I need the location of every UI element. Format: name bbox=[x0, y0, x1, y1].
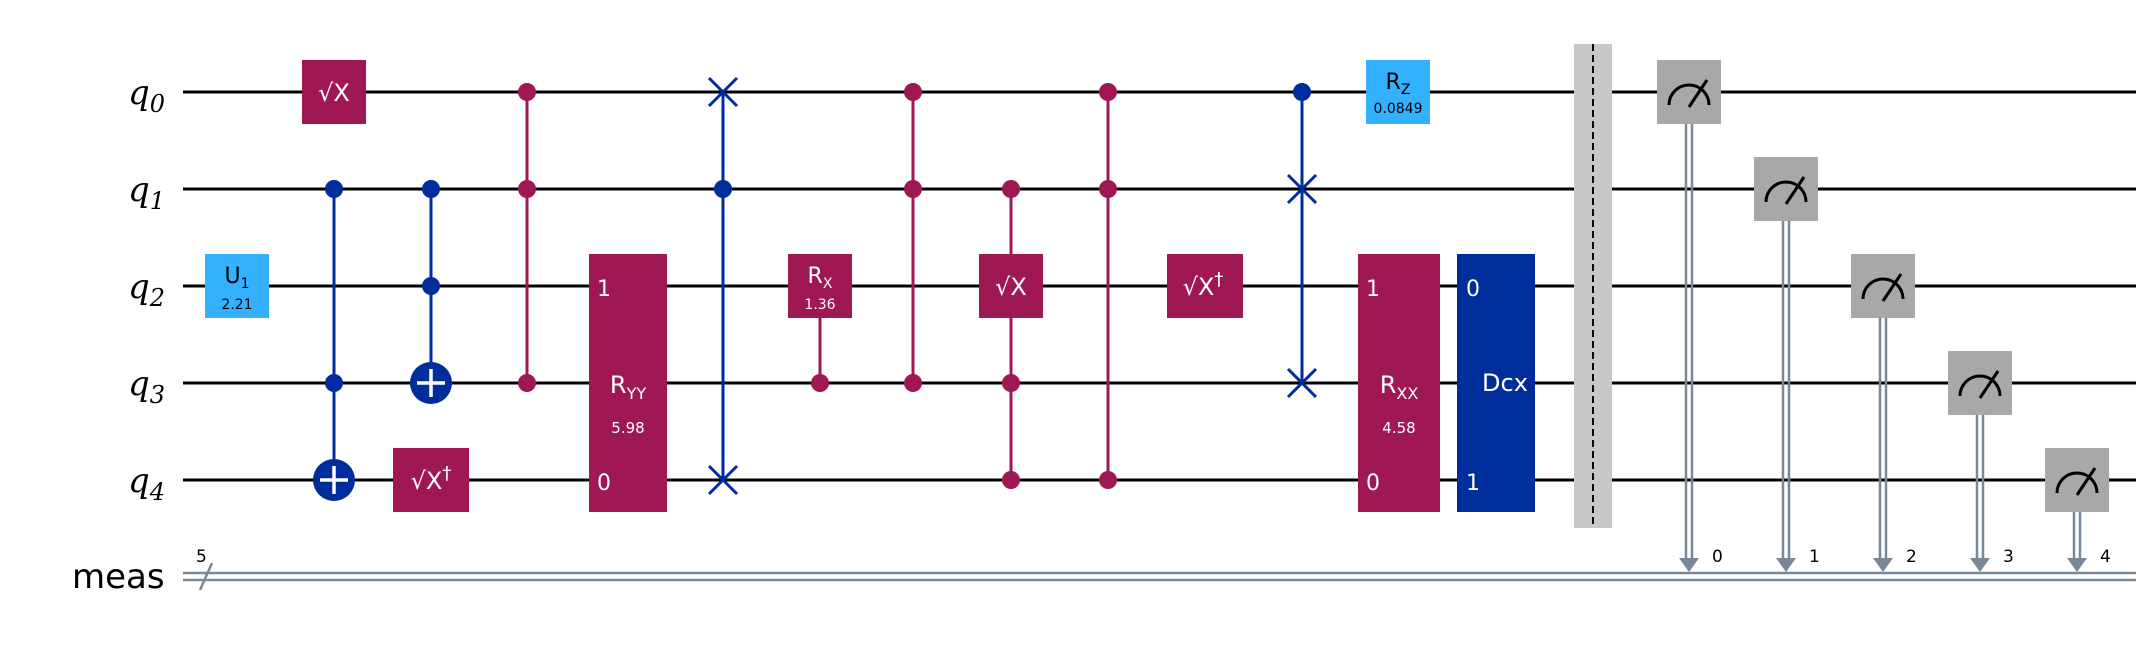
svg-text:4.58: 4.58 bbox=[1382, 419, 1415, 437]
creg-label: meas bbox=[72, 557, 165, 597]
svg-text:RYY: RYY bbox=[610, 371, 646, 403]
rxx-gate: RXX 4.58 1 0 bbox=[1358, 254, 1440, 512]
ccz-q0-q1-q3 bbox=[518, 83, 536, 392]
sxdg-gate-q2: √X† bbox=[1167, 254, 1243, 318]
ccz-q0-q1-q3-b bbox=[904, 83, 922, 392]
qubit-wires bbox=[183, 90, 2136, 482]
svg-text:1: 1 bbox=[597, 277, 611, 302]
svg-text:0.0849: 0.0849 bbox=[1374, 101, 1423, 117]
cbit-index: 1 bbox=[1809, 547, 1820, 567]
sx-gate-q0: √X bbox=[302, 60, 366, 124]
cnot-q1-q4 bbox=[313, 180, 355, 501]
svg-text:q3: q3 bbox=[128, 364, 165, 409]
svg-text:1: 1 bbox=[1466, 471, 1480, 496]
svg-text:RZ: RZ bbox=[1386, 70, 1411, 98]
measure-q2: 2 bbox=[1851, 254, 1917, 572]
svg-text:RXX: RXX bbox=[1380, 371, 1419, 403]
svg-text:q0: q0 bbox=[128, 73, 165, 118]
cswap-q0-q1-q3 bbox=[1286, 83, 1318, 399]
cbit-index: 0 bbox=[1712, 547, 1723, 567]
qubit-label: q bbox=[128, 461, 150, 501]
measure-q3: 3 bbox=[1948, 351, 2014, 572]
svg-text:5.98: 5.98 bbox=[611, 419, 644, 437]
ccz-q0-q1-q4 bbox=[1099, 83, 1117, 489]
qubit-label: q bbox=[128, 267, 150, 307]
svg-text:U1: U1 bbox=[224, 264, 249, 292]
svg-text:√X†: √X† bbox=[411, 463, 452, 495]
creg-size: 5 bbox=[196, 547, 207, 567]
svg-text:q4: q4 bbox=[128, 461, 165, 506]
dcx-gate: Dcx 0 1 bbox=[1457, 254, 1535, 512]
svg-text:0: 0 bbox=[1466, 277, 1480, 302]
qubit-labels: q0 q1 q2 q3 q4 meas bbox=[72, 73, 165, 597]
u-gate: U1 2.21 bbox=[205, 254, 269, 318]
svg-text:q1: q1 bbox=[128, 170, 165, 215]
ryy-gate: RYY 5.98 1 0 bbox=[589, 254, 667, 512]
svg-text:RX: RX bbox=[808, 264, 833, 292]
mcsx-gate: √X bbox=[979, 180, 1043, 489]
qubit-label: q bbox=[128, 73, 150, 113]
svg-text:0: 0 bbox=[1366, 471, 1380, 496]
qubit-label: q bbox=[128, 364, 150, 404]
measure-q0: 0 bbox=[1657, 60, 1723, 572]
svg-text:√X: √X bbox=[318, 79, 350, 107]
svg-text:Dcx: Dcx bbox=[1482, 369, 1528, 397]
rz-gate-q0: RZ 0.0849 bbox=[1366, 60, 1430, 124]
cbit-index: 2 bbox=[1906, 547, 1917, 567]
qubit-label: q bbox=[128, 170, 150, 210]
barrier bbox=[1574, 44, 1612, 528]
svg-text:√X: √X bbox=[995, 273, 1027, 301]
cbit-index: 4 bbox=[2100, 547, 2111, 567]
sxdg-gate-q4: √X† bbox=[393, 448, 469, 512]
svg-text:2.21: 2.21 bbox=[221, 297, 252, 313]
cbit-index: 3 bbox=[2003, 547, 2014, 567]
cswap-q1-q0-q4 bbox=[707, 76, 739, 496]
svg-text:1: 1 bbox=[1366, 277, 1380, 302]
svg-text:√X†: √X† bbox=[1183, 269, 1224, 301]
svg-text:0: 0 bbox=[597, 471, 611, 496]
svg-text:1.36: 1.36 bbox=[804, 297, 835, 313]
measure-q1: 1 bbox=[1754, 157, 1820, 572]
classical-wire bbox=[183, 562, 2136, 591]
crx-gate: RX 1.36 bbox=[788, 254, 852, 392]
svg-text:q2: q2 bbox=[128, 267, 165, 312]
ccx-q1-q2-q3 bbox=[410, 180, 452, 404]
measure-q4: 4 bbox=[2045, 448, 2111, 572]
